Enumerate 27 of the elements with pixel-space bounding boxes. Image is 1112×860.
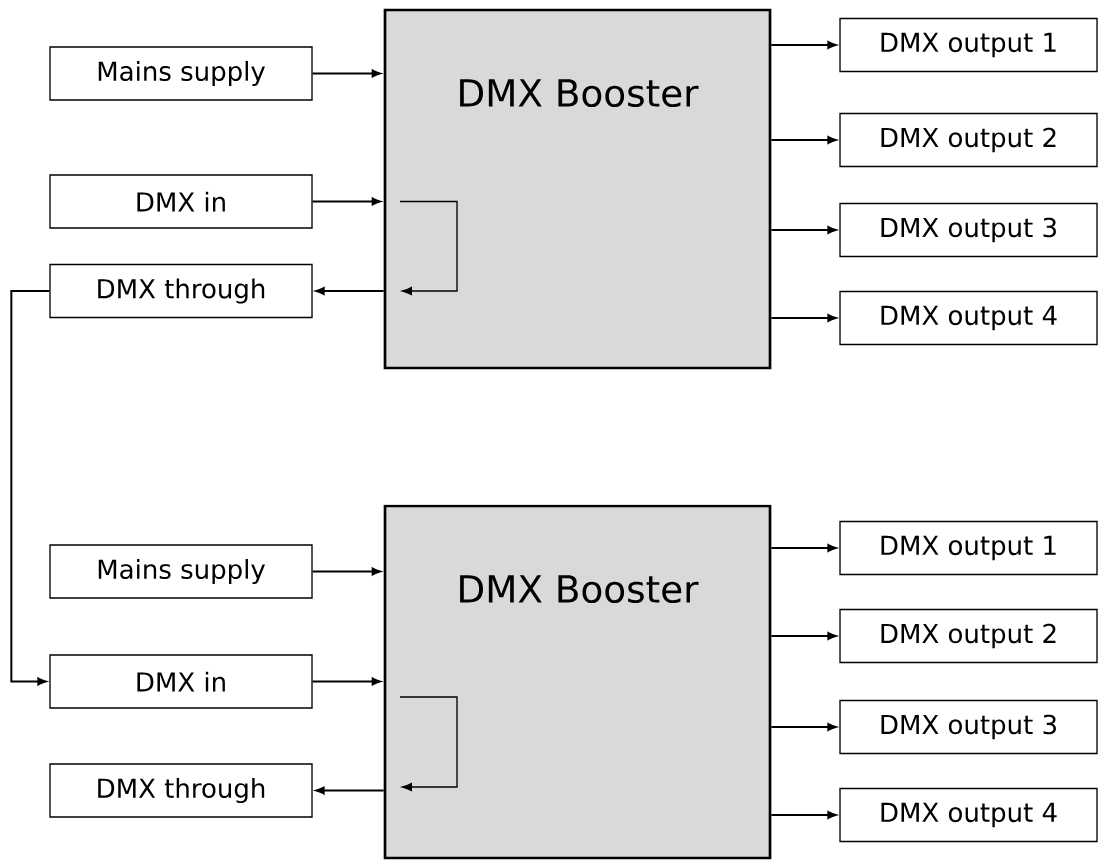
port-box: DMX output 1 [839,520,1098,576]
port-box: DMX output 1 [839,17,1098,73]
booster-box: DMX Booster [383,8,772,370]
arrow [10,290,51,686]
arrow [770,723,837,731]
arrow [315,786,385,795]
arrow [770,136,837,144]
port-box: Mains supply [49,544,313,599]
port-box: DMX in [49,174,313,229]
port-box: DMX output 4 [839,290,1098,346]
booster-box: DMX Booster [383,504,772,860]
arrow [770,226,837,234]
port-box: DMX output 2 [839,608,1098,664]
port-box: DMX output 2 [839,112,1098,168]
port-box: DMX through [49,763,313,818]
arrow [770,314,837,322]
arrow [770,41,837,49]
port-box: DMX in [49,654,313,709]
port-box: DMX through [49,263,313,319]
port-box: DMX output 4 [839,787,1098,843]
port-box: DMX output 3 [839,202,1098,258]
arrow [770,632,837,640]
arrow [770,544,837,552]
arrow [770,811,837,819]
arrow [315,287,385,295]
port-box: Mains supply [49,46,313,101]
port-box: DMX output 3 [839,699,1098,755]
